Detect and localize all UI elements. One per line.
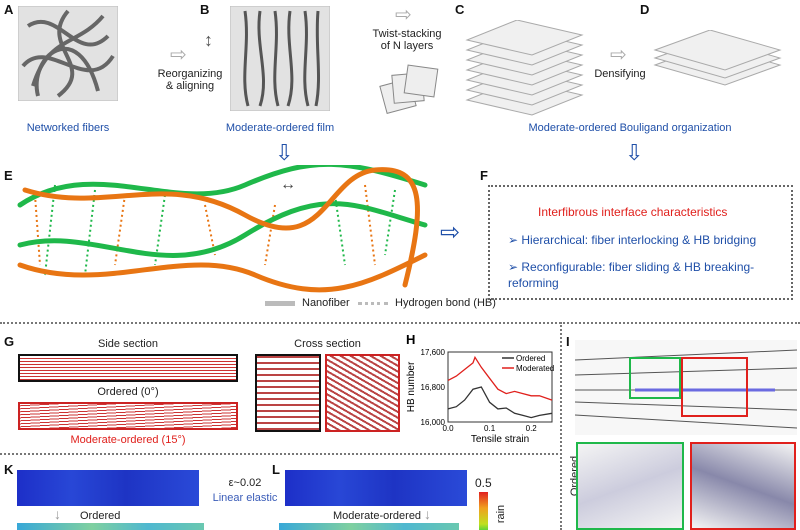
panel-label-e: E: [4, 168, 13, 183]
y-tick-label: 17,600: [421, 348, 446, 357]
legend-entry: Moderated: [516, 364, 554, 373]
right-arrow-icon: ⇨: [440, 219, 461, 246]
x-tick-label: 0.0: [442, 424, 454, 433]
ordered-cross-section-image: [255, 354, 321, 432]
caption-bouligand: Moderate-ordered Bouligand organization: [528, 122, 732, 134]
panel-label-f: F: [480, 168, 488, 183]
reorganizing-text: Reorganizing & aligning: [157, 68, 223, 92]
inset-red-zoom-image: [690, 442, 796, 530]
caption-moderate-ordered-film: Moderate-ordered film: [225, 122, 335, 134]
ordered-strain-map-1: [17, 470, 199, 506]
side-section-title: Side section: [98, 338, 158, 350]
panel-label-i: I: [566, 334, 570, 349]
feature-item-reconfigurable: ➢ Reconfigurable: fiber sliding & HB bre…: [508, 259, 778, 291]
networked-fibers-image: [18, 6, 118, 101]
divider: [0, 322, 800, 324]
down-arrow-icon: ⇩: [625, 140, 644, 165]
moderate-strain-map-2: [279, 523, 459, 530]
panel-label-l: L: [272, 462, 280, 477]
plot-frame: [447, 351, 553, 423]
ordered-label: Ordered (0°): [97, 386, 159, 398]
caption-networked-fibers: Networked fibers: [26, 122, 110, 134]
y-tick-label: 16,000: [421, 418, 446, 427]
moderate-strain-map-1: [285, 470, 467, 506]
bullet-arrow-icon: ➢: [508, 260, 522, 274]
ordered-side-section-image: [18, 354, 238, 382]
linear-elastic-label: Linear elastic: [212, 492, 278, 504]
legend-hydrogen-bond: Hydrogen bond (HB): [395, 297, 496, 309]
feature-text: Hierarchical: fiber interlocking & HB br…: [521, 233, 757, 247]
down-arrow-icon: ↓: [54, 506, 61, 522]
interface-title: Interfibrous interface characteristics: [538, 205, 728, 219]
cross-section-title: Cross section: [294, 338, 361, 350]
legend-nanofiber: Nanofiber: [302, 297, 350, 309]
twist-stacking-text: Twist-stacking of N layers: [372, 28, 442, 52]
feature-item-hierarchical: ➢ Hierarchical: fiber interlocking & HB …: [508, 233, 788, 247]
interface-fiber-diagram: [17, 165, 428, 293]
feature-text: Reconfigurable: fiber sliding & HB break…: [508, 260, 755, 290]
interface-characteristics-box: Interfibrous interface characteristics ➢…: [488, 185, 793, 300]
panel-label-g: G: [4, 334, 15, 349]
strain-colorbar: [479, 492, 488, 530]
x-tick-label: 0.1: [484, 424, 496, 433]
panel-label-h: H: [406, 332, 415, 347]
moderate-ordered-film-image: [230, 6, 330, 111]
divider: [560, 322, 562, 530]
series-line-moderated: [447, 355, 553, 401]
series-line-ordered: [447, 386, 553, 419]
horizontal-double-arrow-icon: ↔: [280, 176, 296, 193]
bouligand-stack-image: [465, 20, 584, 116]
divider: [0, 453, 558, 455]
legend-entry: Ordered: [516, 354, 545, 363]
densifying-text: Densifying: [594, 68, 646, 80]
x-axis-label: Tensile strain: [471, 434, 529, 445]
molecular-structure-image: [575, 340, 797, 435]
down-arrow-icon: ⇩: [275, 140, 294, 165]
colorbar-max: 0.5: [475, 476, 492, 490]
colorbar-title: rain: [495, 504, 508, 524]
panel-label-k: K: [4, 462, 14, 477]
panel-label-d: D: [640, 2, 650, 17]
panel-label-b: B: [200, 2, 210, 17]
moderate-ordered-caption: Moderate-ordered: [333, 510, 422, 522]
ordered-strain-map-2: [17, 523, 204, 530]
panel-label-a: A: [4, 2, 14, 17]
legend-nanofiber-swatch: [265, 301, 295, 306]
vertical-double-arrow-icon: ↕: [204, 30, 213, 50]
moderate-ordered-label: Moderate-ordered (15°): [70, 434, 186, 446]
right-arrow-icon: ⇨: [170, 44, 187, 66]
stacked-layers-icon: [379, 64, 439, 115]
panel-label-c: C: [455, 2, 465, 17]
x-tick-label: 0.2: [526, 424, 538, 433]
legend-hb-swatch: [358, 302, 388, 305]
bullet-arrow-icon: ➢: [508, 233, 522, 247]
y-tick-label: 16,800: [421, 383, 446, 392]
y-axis-label: HB number: [406, 361, 417, 412]
ordered-caption: Ordered: [80, 510, 121, 522]
right-arrow-icon: ⇨: [395, 4, 412, 26]
strain-value: ε~0.02: [228, 477, 262, 489]
down-arrow-icon: ↓: [424, 506, 431, 522]
inset-green-zoom-image: [576, 442, 684, 530]
densified-stack-image: [653, 30, 782, 86]
moderate-cross-section-image: [325, 354, 400, 432]
right-arrow-icon: ⇨: [610, 44, 627, 66]
moderate-side-section-image: [18, 402, 238, 430]
